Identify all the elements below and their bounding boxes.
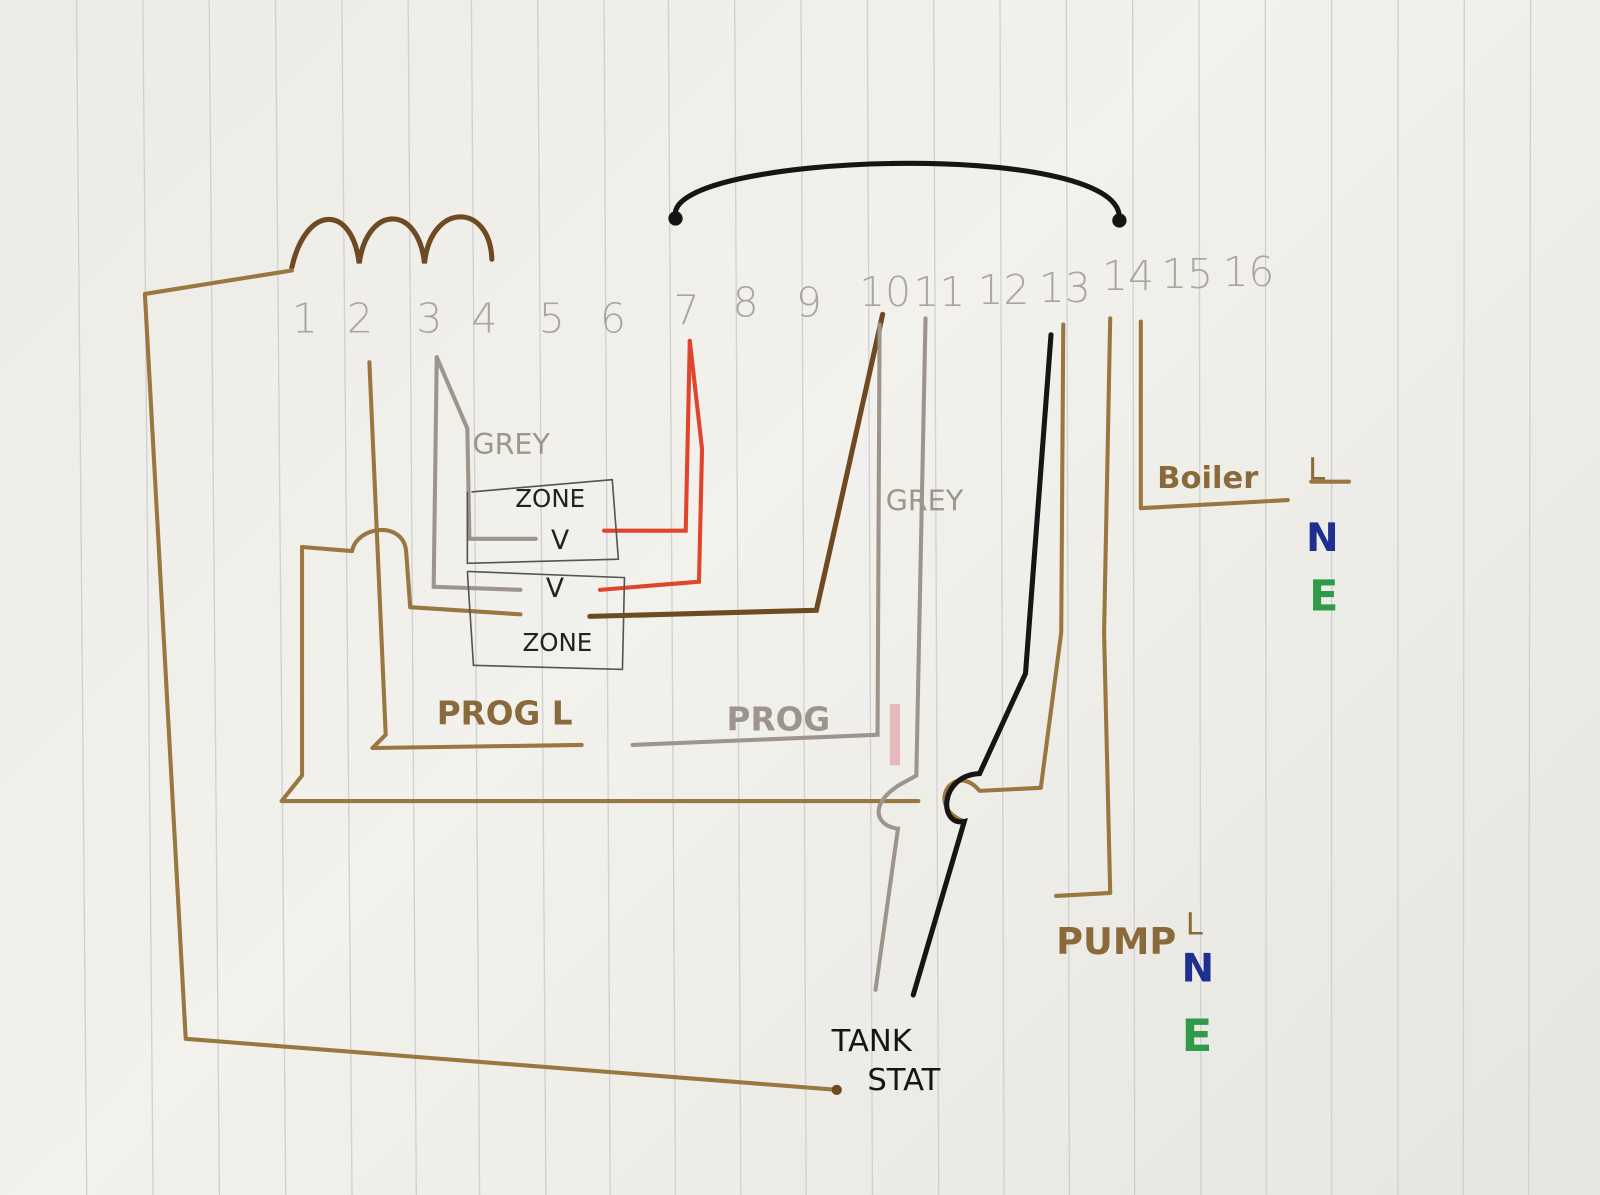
wire-7-red-b	[597, 338, 705, 592]
terminal-11: 11	[913, 268, 965, 316]
wire-7-red	[602, 338, 692, 533]
terminal-5: 5	[539, 295, 565, 343]
terminal-numbers: 1 2 3 4 5 6 7 8 9 10 11 12 13 14 15 16	[292, 248, 1275, 343]
label-prog-l: PROG L	[437, 695, 573, 733]
terminal-9: 9	[796, 278, 822, 326]
terminal-8: 8	[733, 278, 759, 326]
label-pump-n: N	[1182, 947, 1214, 992]
terminal-dot-7	[668, 211, 683, 226]
wire-10-brown	[587, 311, 886, 619]
label-boiler: Boiler	[1157, 461, 1258, 496]
label-valve-top: V	[551, 525, 569, 556]
wire-3-grey	[431, 355, 523, 592]
ruled-lines	[75, 0, 1532, 1195]
terminal-dot-14	[1112, 213, 1127, 228]
wire-3-grey-b	[434, 355, 538, 541]
label-grey-left: GREY	[472, 427, 550, 461]
terminal-10: 10	[859, 268, 911, 316]
wire-11-grey	[873, 316, 928, 992]
wire-zone-brown	[300, 527, 523, 617]
red-smudge	[889, 704, 900, 766]
link-7-14	[672, 160, 1122, 221]
terminal-15: 15	[1161, 250, 1213, 298]
terminal-12: 12	[978, 266, 1030, 314]
terminal-4: 4	[471, 295, 497, 343]
label-boiler-e: E	[1309, 571, 1338, 621]
label-valve-bottom: V	[546, 573, 564, 604]
wire-15-boiler	[1138, 319, 1290, 511]
label-zone-bottom: ZONE	[522, 628, 592, 657]
link-1-4-loop	[289, 214, 495, 270]
tank-stat-feed	[142, 268, 839, 1092]
terminal-16: 16	[1222, 248, 1274, 296]
label-pump: PUMP	[1056, 920, 1176, 963]
wire-2-prog-l	[367, 360, 584, 751]
terminal-7: 7	[673, 287, 699, 335]
label-tank: TANK	[831, 1024, 913, 1059]
terminal-6: 6	[600, 295, 626, 343]
terminal-3: 3	[416, 295, 442, 343]
zone-valve-bottom-box	[466, 570, 626, 671]
label-pump-l: L	[1186, 908, 1203, 943]
wire-10-grey-prog	[630, 322, 882, 747]
wire-tank-stat-black	[910, 332, 1054, 998]
tank-stat-dot	[831, 1084, 842, 1095]
wire-14-pump	[1054, 316, 1113, 899]
wire-common	[279, 544, 921, 804]
label-prog: PROG	[727, 701, 831, 739]
label-boiler-l: L	[1308, 453, 1325, 488]
label-stat: STAT	[867, 1063, 940, 1098]
label-pump-e: E	[1182, 1009, 1213, 1062]
label-boiler-n: N	[1306, 516, 1338, 561]
terminal-1: 1	[292, 295, 318, 343]
terminal-14: 14	[1102, 252, 1154, 300]
zone-valves	[466, 478, 626, 671]
label-grey-right: GREY	[886, 483, 964, 517]
wires	[142, 160, 1352, 1095]
label-zone-top: ZONE	[515, 484, 585, 513]
terminal-2: 2	[347, 295, 373, 343]
zone-valve-top-box	[466, 478, 620, 565]
terminal-13: 13	[1039, 264, 1091, 312]
